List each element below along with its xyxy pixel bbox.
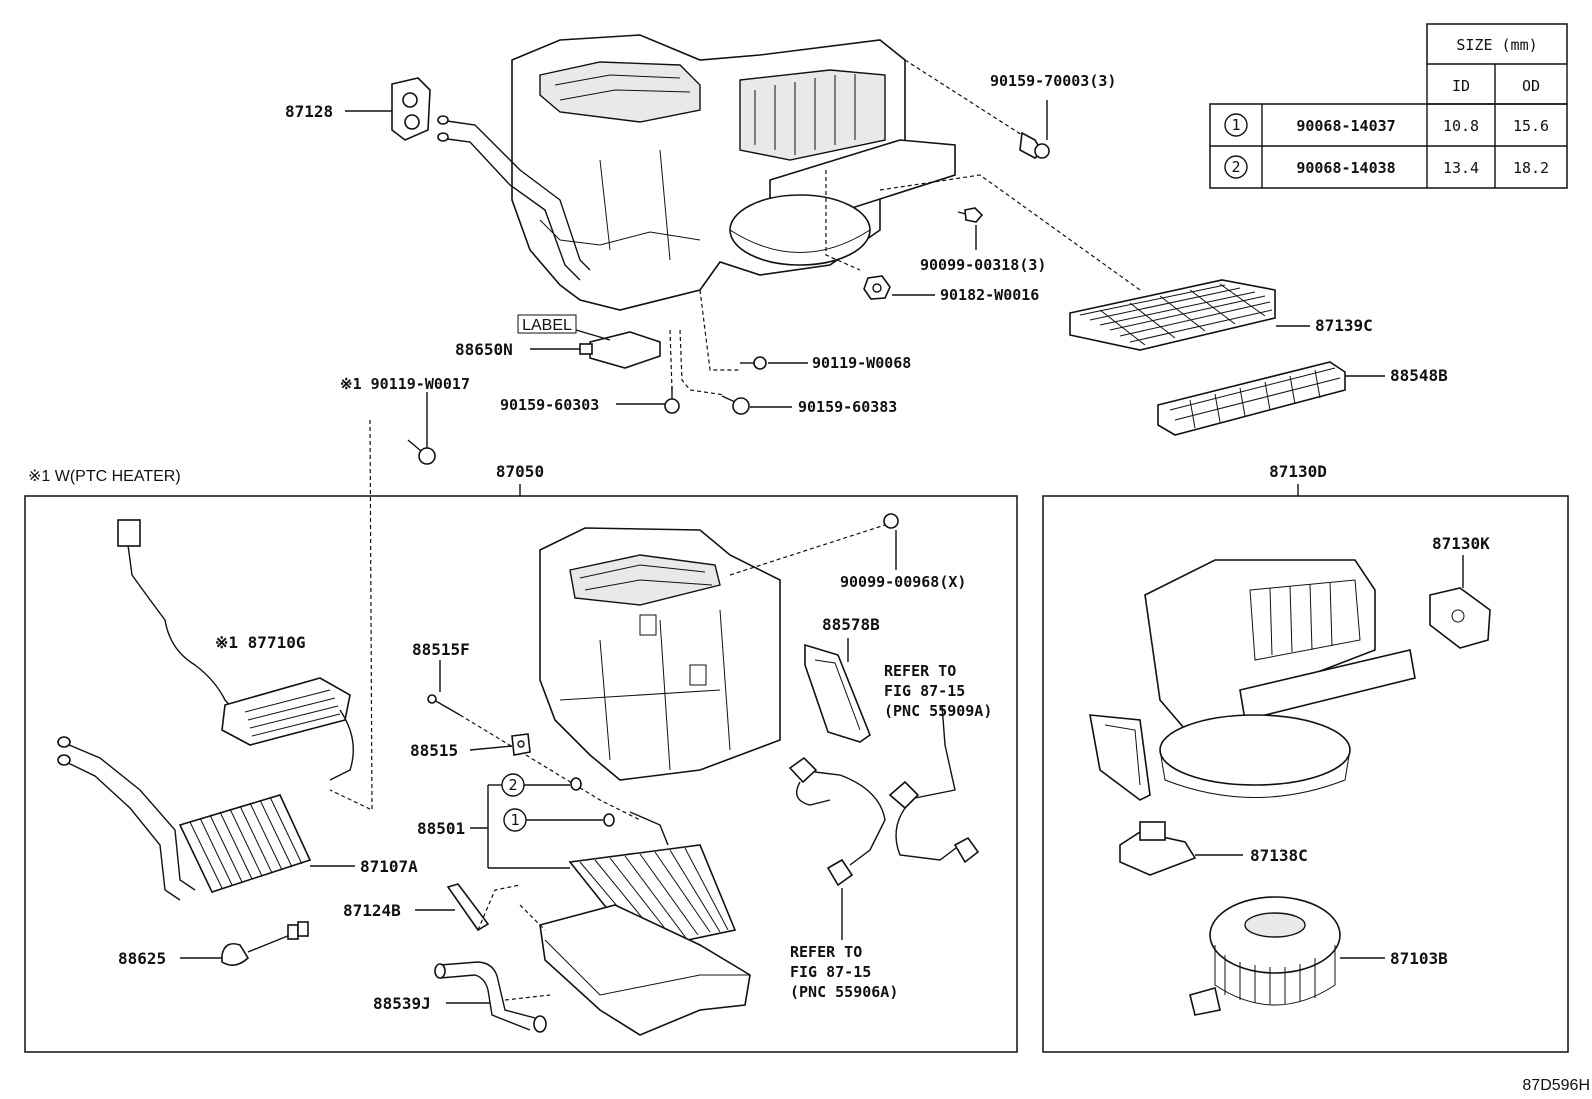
- size-table-row1-part: 90068-14037: [1296, 117, 1395, 135]
- callout-88515: 88515: [410, 741, 458, 760]
- callout-90159-60383: 90159-60383: [798, 398, 897, 416]
- callout-87710g: ※1 87710G: [215, 633, 305, 652]
- screw-90119-w0068-drawing: [740, 356, 767, 370]
- callout-87139c: 87139C: [1315, 316, 1373, 335]
- size-table-row2-part: 90068-14038: [1296, 159, 1395, 177]
- label-tag-box: [517, 314, 577, 334]
- size-table-col-od: OD: [1522, 77, 1540, 95]
- callout-87130k: 87130K: [1432, 534, 1490, 553]
- refer-a-line1: REFER TO: [884, 662, 956, 680]
- bolt-88515f-drawing: [427, 694, 461, 716]
- size-table-title: SIZE (mm): [1456, 36, 1537, 54]
- callout-87128: 87128: [285, 102, 333, 121]
- callout-88548b: 88548B: [1390, 366, 1448, 385]
- callout-90159-70003: 90159-70003(3): [990, 72, 1116, 90]
- screw-90099-00968-drawing: [883, 513, 899, 529]
- callout-88625: 88625: [118, 949, 166, 968]
- resistor-87138c-drawing: [1119, 821, 1197, 876]
- ptc-heater-87710g-drawing: [117, 519, 355, 781]
- control-unit-88650n-drawing: [579, 331, 661, 369]
- callout-87138c: 87138C: [1250, 846, 1308, 865]
- assembly-87130d-label: 87130D: [1269, 462, 1327, 481]
- drain-hose-88539j-drawing: [434, 961, 547, 1033]
- callout-90159-60303: 90159-60303: [500, 396, 599, 414]
- label-tag: LABEL: [522, 317, 572, 334]
- refer-a-line2: FIG 87-15: [884, 682, 965, 700]
- o-ring-mark-1: 1: [510, 811, 519, 829]
- harness-88625-drawing: [221, 921, 309, 966]
- size-table-row1-id: 10.8: [1443, 117, 1479, 135]
- screw-90099-00318-drawing: [957, 207, 984, 223]
- callout-88539j: 88539J: [373, 994, 431, 1013]
- note-ptc-heater: ※1 W(PTC HEATER): [28, 468, 181, 485]
- size-table-row2-id: 13.4: [1443, 159, 1479, 177]
- seal-87124b-drawing: [446, 883, 490, 932]
- refer-b-line1: REFER TO: [790, 943, 862, 961]
- blower-unit-drawing: [1089, 559, 1416, 801]
- frame-88548b-drawing: [1157, 361, 1346, 436]
- callout-90119-w0068: 90119-W0068: [812, 354, 911, 372]
- callout-88650n: 88650N: [455, 340, 513, 359]
- screw-90159-70003-drawing: [1019, 131, 1050, 159]
- nut-90182-w0016-drawing: [863, 275, 891, 300]
- seal-88578b-drawing: [804, 643, 871, 743]
- hvac-unit-inner-drawing: [539, 527, 781, 781]
- size-table-col-id: ID: [1452, 77, 1470, 95]
- grommet-87128-drawing: [391, 77, 431, 141]
- callout-87124b: 87124B: [343, 901, 401, 920]
- callout-90099-00318: 90099-00318(3): [920, 256, 1046, 274]
- callout-90119-w0017: ※1 90119-W0017: [340, 375, 470, 393]
- o-ring-mark-2: 2: [508, 776, 517, 794]
- actuator-87130k-drawing: [1429, 587, 1491, 649]
- refer-b-line3: (PNC 55906A): [790, 983, 898, 1001]
- refer-a-line3: (PNC 55909A): [884, 702, 992, 720]
- assembly-87050-box: [24, 495, 1018, 1053]
- refer-b-line2: FIG 87-15: [790, 963, 871, 981]
- wire-sensor-a-drawing: [888, 704, 980, 864]
- screw-90159-60303-drawing: [664, 386, 680, 414]
- diagram-code: 87D596H: [1522, 1077, 1590, 1094]
- evaporator-88501-drawing: 2 1: [501, 773, 737, 951]
- callout-90182-w0016: 90182-W0016: [940, 286, 1039, 304]
- callout-87103b: 87103B: [1390, 949, 1448, 968]
- assembly-87130d-box: [1042, 495, 1569, 1053]
- size-table-row1-no: 1: [1231, 116, 1240, 134]
- heater-core-87107a-drawing: [57, 736, 312, 901]
- callout-88501: 88501: [417, 819, 465, 838]
- size-table: SIZE (mm) ID OD 1 90068-14037 10.8 15.6 …: [1209, 23, 1568, 189]
- callout-88578b: 88578B: [822, 615, 880, 634]
- blower-motor-87103b-drawing: [1189, 896, 1341, 1016]
- filter-87139c-drawing: [1069, 279, 1276, 351]
- callout-88515f: 88515F: [412, 640, 470, 659]
- lower-case-drawing: [539, 904, 751, 1036]
- callout-87107a: 87107A: [360, 857, 418, 876]
- screw-90159-60383-drawing: [721, 395, 750, 415]
- size-table-row1-od: 15.6: [1513, 117, 1549, 135]
- screw-90119-w0017-drawing: [407, 439, 436, 465]
- assembly-87050-label: 87050: [496, 462, 544, 481]
- callout-90099-00968: 90099-00968(X): [840, 573, 966, 591]
- wire-sensor-b-drawing: [788, 756, 886, 887]
- hvac-unit-top-drawing: [437, 34, 956, 311]
- valve-88515-drawing: [511, 733, 531, 756]
- size-table-row2-od: 18.2: [1513, 159, 1549, 177]
- size-table-row2-no: 2: [1231, 158, 1240, 176]
